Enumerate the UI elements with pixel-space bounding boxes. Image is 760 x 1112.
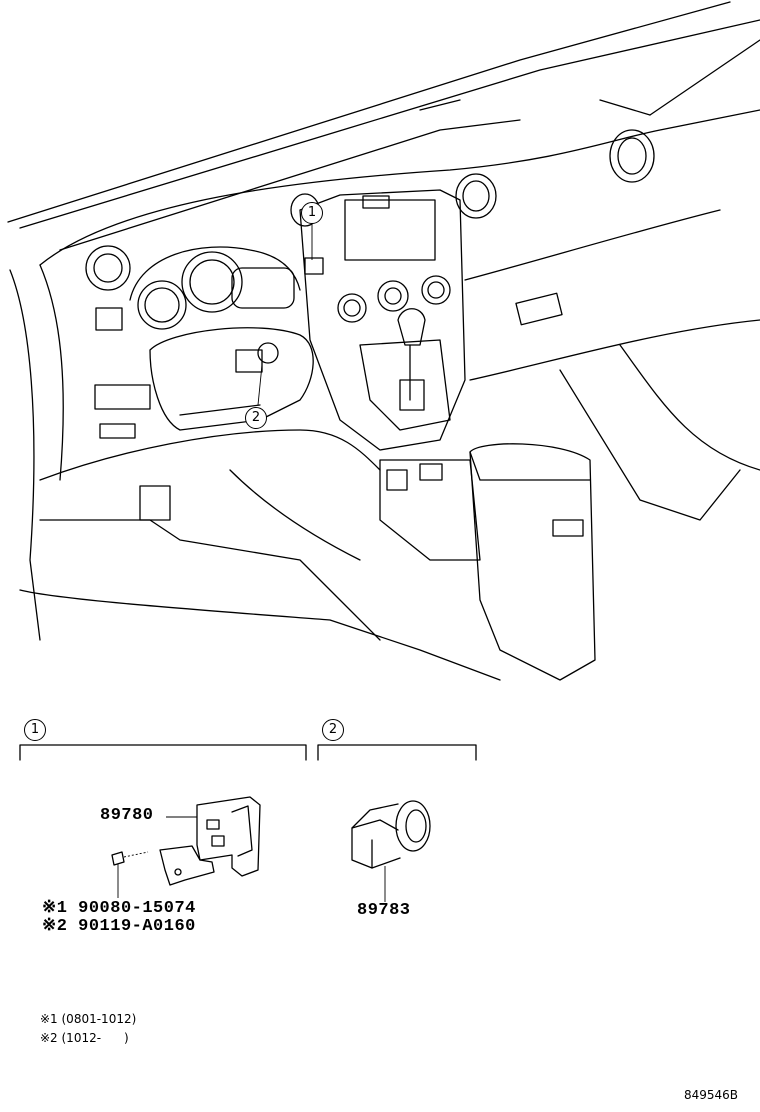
part-bolt-1-label[interactable]: ※1 90080-15074 (42, 899, 196, 918)
callout-1: 1 (301, 202, 323, 224)
group-2-marker: 2 (322, 719, 344, 741)
part-89783-label[interactable]: 89783 (357, 901, 411, 920)
part-bolt-2-label[interactable]: ※2 90119-A0160 (42, 917, 196, 936)
part-89780-label[interactable]: 89780 (100, 806, 154, 825)
group-1-marker: 1 (24, 719, 46, 741)
callout-2: 2 (245, 407, 267, 429)
note-1: ※1 (0801-1012) (40, 1012, 137, 1026)
diagram-code: 849546B (683, 1088, 738, 1102)
note-2: ※2 (1012- ) (40, 1031, 129, 1045)
